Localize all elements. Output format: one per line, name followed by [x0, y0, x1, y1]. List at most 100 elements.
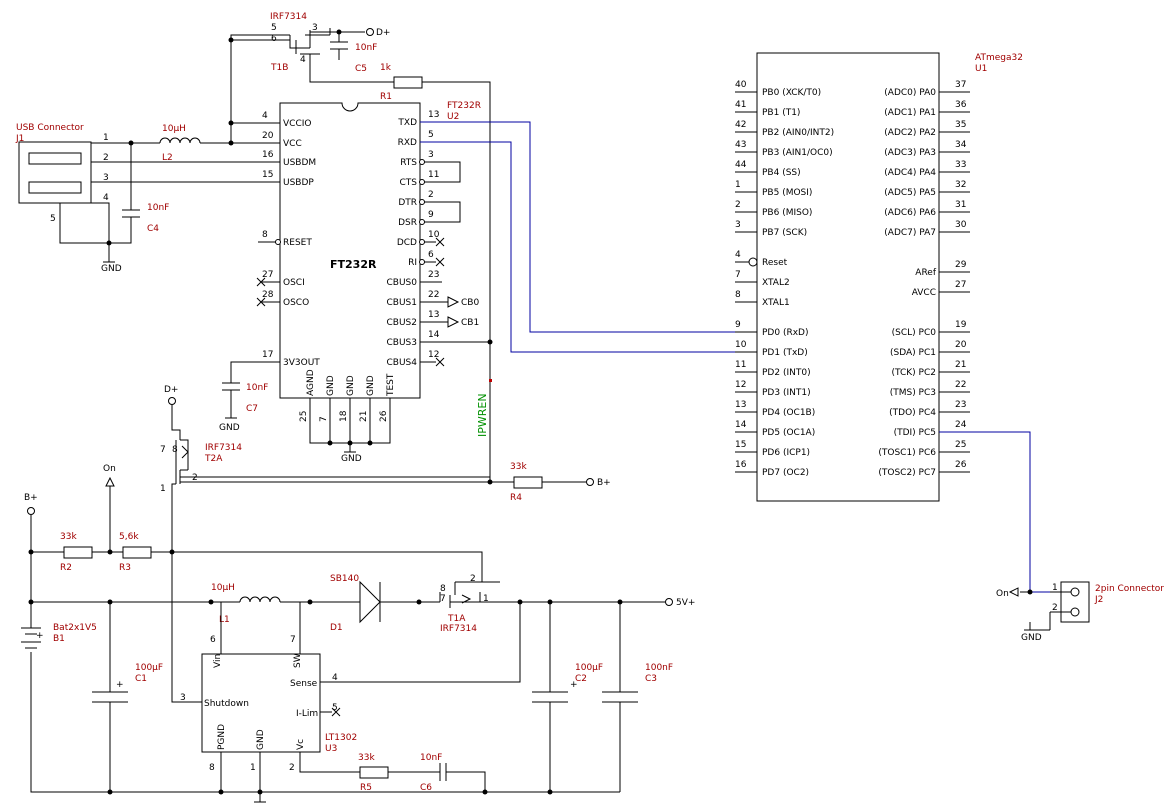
svg-text:D+: D+	[376, 28, 390, 38]
atmega-pin-label: (SCL) PC0	[892, 328, 937, 338]
atmega-pin-num: 34	[955, 140, 967, 150]
atmega-pin-label: (TDO) PC4	[889, 408, 936, 418]
svg-text:5V+: 5V+	[676, 598, 695, 608]
svg-text:PGND: PGND	[217, 724, 227, 750]
atmega-pin-label: (ADC1) PA1	[884, 108, 936, 118]
svg-text:100µF: 100µF	[135, 663, 163, 673]
svg-text:4: 4	[103, 193, 109, 203]
ft232r-pin-label: CBUS3	[387, 338, 418, 348]
atmega-pin-label: PB3 (AIN1/OC0)	[762, 148, 833, 158]
svg-text:2: 2	[289, 763, 295, 773]
svg-text:IRF7314: IRF7314	[270, 12, 307, 22]
svg-text:10nF: 10nF	[147, 203, 169, 213]
ft232r-pin-num: 12	[428, 350, 439, 360]
ft232r-ic: FT232R FT232R U2	[279, 101, 481, 399]
svg-text:10nF: 10nF	[246, 383, 268, 393]
ft232r-pin-label: CTS	[400, 178, 418, 188]
svg-text:C4: C4	[147, 224, 159, 234]
ft232r-pin-num: 2	[428, 190, 434, 200]
svg-text:4: 4	[332, 673, 338, 683]
ft232r-pin-num: 15	[262, 170, 273, 180]
atmega-pin-label: PD0 (RxD)	[762, 328, 808, 338]
atmega-pin-label: PD3 (INT1)	[762, 388, 811, 398]
ft232r-pin-num: 17	[262, 350, 273, 360]
atmega-pin-num: 37	[955, 80, 966, 90]
atmega-pin-label: (ADC6) PA6	[884, 208, 936, 218]
atmega-pin-label: PB7 (SCK)	[762, 228, 807, 238]
atmega-pin-label: PD6 (ICP1)	[762, 448, 810, 458]
ft232r-pin-label: DCD	[397, 238, 417, 248]
svg-text:10µH: 10µH	[211, 583, 235, 593]
ft232r-pin-num: 16	[262, 150, 274, 160]
atmega-pin-num: 1	[735, 180, 741, 190]
ft232r-pin-num: 9	[428, 210, 434, 220]
atmega-pin-num: 22	[955, 380, 966, 390]
ft232r-pin-num: 25	[299, 411, 309, 422]
atmega-pin-num: 27	[955, 280, 966, 290]
ft232r-pin-label: TEST	[386, 373, 396, 397]
capacitor-c5: 10nF C5	[330, 32, 377, 74]
atmega-pin-num: 42	[735, 120, 746, 130]
atmega-pin-num: 16	[735, 460, 747, 470]
mosfet-t1a: 8 7 2 1 T1A IRF7314	[439, 574, 500, 634]
atmega-pin-num: 21	[955, 360, 966, 370]
ft232r-pin-num: 23	[428, 270, 439, 280]
atmega-pin-num: 23	[955, 400, 966, 410]
ft232r-name: FT232R	[330, 258, 377, 271]
svg-text:Bat2x1V5: Bat2x1V5	[53, 623, 97, 633]
svg-text:GND: GND	[256, 729, 266, 750]
ft232r-pin-num: 7	[319, 416, 329, 422]
resistor-r4: 33k R4	[510, 462, 543, 503]
svg-text:+: +	[570, 680, 578, 690]
ft232r-pin-num: 13	[428, 310, 439, 320]
usb-connector-j1: USB Connector J1 1 2 3 4 5	[15, 123, 109, 224]
atmega-pin-label: PB6 (MISO)	[762, 208, 812, 218]
ft232r-pin-label: USBDM	[283, 158, 316, 168]
svg-text:8: 8	[172, 445, 178, 455]
ft232r-left-pins: 4VCCIO20VCC16USBDM15USBDP8RESET27OSCI28O…	[258, 111, 320, 368]
atmega-pin-num: 31	[955, 200, 966, 210]
atmega-pin-num: 41	[735, 100, 746, 110]
atmega-pin-label: PD7 (OC2)	[762, 468, 809, 478]
diode-d1: SB140 D1	[330, 574, 381, 633]
svg-text:8: 8	[440, 584, 446, 594]
capacitor-c3: 100nF C3	[602, 602, 673, 792]
resistor-r3: 5,6k R3	[119, 532, 152, 573]
mosfet-t1b: IRF7314 T1B 5 6 3 4	[270, 12, 400, 83]
svg-text:C5: C5	[355, 64, 367, 74]
svg-text:2pin Connector: 2pin Connector	[1095, 584, 1164, 594]
atmega-pin-num: 8	[735, 290, 741, 300]
svg-text:6: 6	[210, 635, 216, 645]
svg-text:8: 8	[209, 763, 215, 773]
inductor-l1: 10µH L1	[211, 583, 281, 625]
svg-text:5,6k: 5,6k	[119, 532, 139, 542]
atmega-pin-label: (TOSC1) PC6	[878, 448, 936, 458]
ft232r-pin-label: RXD	[398, 138, 417, 148]
svg-text:Sense: Sense	[290, 679, 318, 689]
ft232r-pin-num: 26	[379, 410, 389, 422]
svg-text:2: 2	[1052, 603, 1058, 613]
battery-b1: + Bat2x1V5 B1	[21, 623, 97, 649]
capacitor-c1: + 100µF C1	[92, 602, 163, 792]
atmega-pin-num: 26	[955, 460, 967, 470]
atmega-pin-label: (ADC3) PA3	[884, 148, 936, 158]
svg-text:CB1: CB1	[461, 318, 479, 328]
svg-text:R2: R2	[60, 563, 72, 573]
ft232r-pin-label: TXD	[397, 118, 417, 128]
ft232r-pin-label: AGND	[306, 369, 316, 396]
atmega-pin-label: (TOSC2) PC7	[878, 468, 936, 478]
ft232r-pin-num: 10	[428, 230, 440, 240]
ft232r-pin-label: GND	[326, 375, 336, 396]
svg-text:2: 2	[192, 473, 198, 483]
svg-text:D1: D1	[330, 623, 343, 633]
svg-text:C1: C1	[135, 674, 147, 684]
atmega-pin-label: (SDA) PC1	[890, 348, 936, 358]
atmega-pin-num: 9	[735, 320, 741, 330]
ft232r-pin-label: GND	[346, 375, 356, 396]
svg-text:On: On	[103, 464, 116, 474]
atmega-pin-num: 15	[735, 440, 746, 450]
svg-text:T1A: T1A	[447, 614, 466, 624]
svg-text:L1: L1	[219, 615, 230, 625]
atmega-pin-num: 36	[955, 100, 967, 110]
